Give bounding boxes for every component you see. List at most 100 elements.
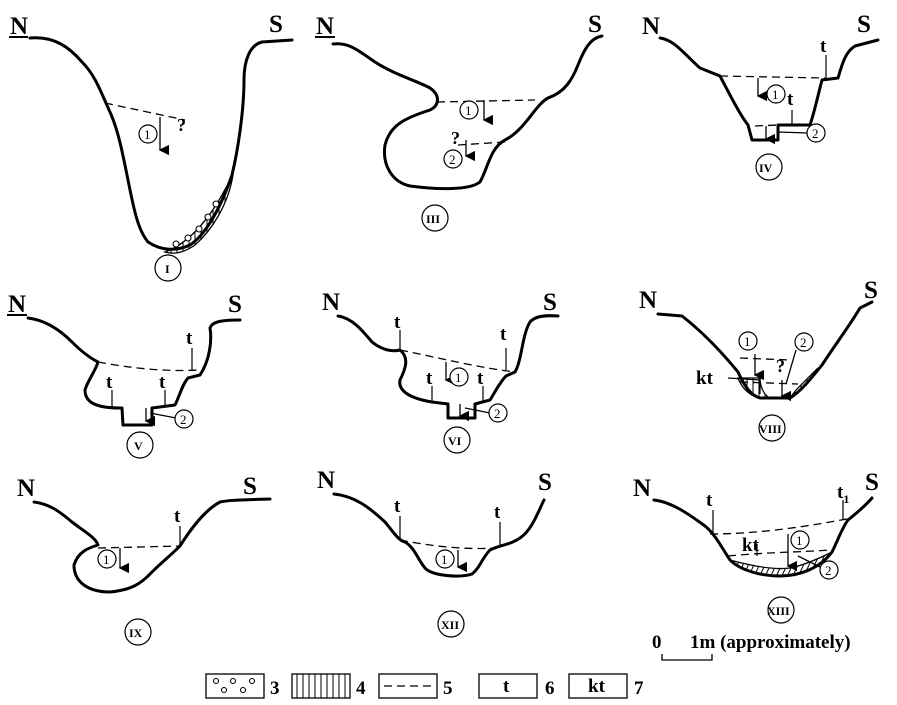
level-number-2: 2 bbox=[449, 152, 456, 167]
profile-9: N S t 1 IX bbox=[17, 473, 270, 645]
deposit-right bbox=[790, 368, 818, 398]
profile-12: N S t t 1 XII bbox=[317, 467, 552, 637]
terrace-label-south: t bbox=[500, 324, 507, 345]
legend-item-4: 4 bbox=[292, 674, 366, 699]
south-label: S bbox=[228, 291, 242, 318]
uncertain-mark: ? bbox=[451, 128, 460, 148]
legend-item-5: 5 bbox=[379, 674, 453, 699]
terrace-level bbox=[710, 518, 852, 534]
terrace-label-right: t bbox=[159, 372, 166, 393]
level-number: 1 bbox=[144, 127, 151, 142]
scale-text: 1m (approximately) bbox=[690, 632, 851, 653]
profile-3: N S ? 1 2 III bbox=[315, 11, 602, 231]
profile-number: XIII bbox=[767, 604, 790, 618]
profile-number: XII bbox=[441, 618, 459, 632]
level-number-1: 1 bbox=[796, 533, 803, 548]
legend-item-6: t 6 bbox=[479, 674, 555, 699]
legend-item-7: kt 7 bbox=[569, 674, 644, 699]
level-line-1 bbox=[437, 100, 535, 102]
profile-6: N S t t t t 1 2 VI bbox=[322, 289, 558, 453]
terrace-label-left: t bbox=[106, 372, 113, 393]
north-label: N bbox=[317, 467, 335, 494]
profile-number: IX bbox=[129, 626, 143, 640]
profile-8: N S kt ? 1 2 VIII bbox=[639, 277, 878, 441]
leader-line bbox=[465, 408, 490, 413]
leader-line bbox=[778, 132, 808, 133]
legend-number: 7 bbox=[634, 678, 644, 699]
karst-symbol: kt bbox=[588, 676, 606, 697]
legend-number: 3 bbox=[270, 678, 280, 699]
legend-number: 4 bbox=[356, 678, 366, 699]
profile-number: VIII bbox=[759, 422, 782, 436]
north-label: N bbox=[633, 475, 651, 502]
level-number-2: 2 bbox=[494, 406, 501, 421]
north-label: N bbox=[316, 13, 334, 40]
uncertain-mark: ? bbox=[776, 356, 785, 376]
level-number-1: 1 bbox=[744, 334, 751, 349]
legend-item-3: 3 bbox=[206, 674, 280, 699]
terrace-symbol: t bbox=[503, 676, 510, 697]
level-number-1: 1 bbox=[455, 370, 462, 385]
profile-number: V bbox=[134, 439, 143, 453]
leader-line bbox=[786, 350, 796, 384]
uncertain-mark: ? bbox=[177, 115, 186, 135]
karst-label: kt bbox=[696, 368, 714, 389]
profile-1: N S ? 1 I bbox=[9, 11, 292, 281]
north-label: N bbox=[10, 13, 28, 40]
terrace-label-t1: t1 bbox=[837, 482, 849, 506]
level-number-1: 1 bbox=[441, 552, 448, 567]
profile-number: IV bbox=[759, 161, 773, 175]
legend-number: 6 bbox=[545, 678, 555, 699]
vertical-hatch-icon bbox=[292, 674, 350, 698]
profile-number: I bbox=[165, 262, 170, 276]
profile-number: VI bbox=[448, 434, 462, 448]
valley-profile bbox=[338, 316, 558, 418]
leader-line bbox=[150, 413, 176, 418]
valley-profile bbox=[658, 302, 872, 398]
south-label: S bbox=[865, 469, 879, 496]
level-line bbox=[400, 540, 495, 549]
terrace-label-right: t bbox=[477, 368, 484, 389]
scale-bar: 0 1m (approximately) bbox=[652, 632, 851, 660]
level-line bbox=[105, 103, 185, 120]
north-label: N bbox=[322, 289, 340, 316]
terrace-label-south: t bbox=[494, 502, 501, 523]
level-number-2: 2 bbox=[812, 126, 819, 141]
profile-13: N S t t1 kt 1 2 XIII bbox=[633, 469, 879, 623]
pebbles-icon bbox=[206, 674, 264, 698]
south-label: S bbox=[543, 289, 557, 316]
valley-profile bbox=[34, 499, 270, 592]
terrace-label: t bbox=[820, 36, 827, 57]
terrace-label-left: t bbox=[426, 368, 433, 389]
terrace-label: t bbox=[186, 328, 193, 349]
karst-label: kt bbox=[742, 535, 760, 556]
terrace-label: t bbox=[706, 490, 713, 511]
south-label: S bbox=[588, 11, 602, 38]
scale-line bbox=[662, 654, 712, 660]
level-number-1: 1 bbox=[772, 87, 779, 102]
level-number-2: 2 bbox=[825, 563, 832, 578]
south-label: S bbox=[269, 11, 283, 38]
north-label: N bbox=[639, 287, 657, 314]
terrace-label-north: t bbox=[394, 312, 401, 333]
level-number-1: 1 bbox=[465, 103, 472, 118]
valley-profile bbox=[654, 498, 872, 576]
level-number-2: 2 bbox=[180, 412, 187, 427]
profile-4: N S t t 1 2 IV bbox=[642, 11, 878, 180]
terrace-label-2: t bbox=[787, 89, 794, 110]
terrace-level-1 bbox=[720, 76, 825, 78]
deposit-left bbox=[738, 378, 770, 398]
level-line bbox=[98, 546, 180, 548]
profile-number: III bbox=[426, 212, 440, 226]
terrace-label: t bbox=[174, 506, 181, 527]
valley-profile bbox=[30, 38, 292, 249]
level-number-1: 1 bbox=[103, 552, 110, 567]
legend-number: 5 bbox=[443, 678, 453, 699]
terrace-label-north: t bbox=[394, 496, 401, 517]
valley-profile bbox=[28, 318, 240, 425]
profile-5: N S t t t 2 V bbox=[7, 291, 242, 458]
south-label: S bbox=[538, 469, 552, 496]
level-number-2: 2 bbox=[800, 335, 807, 350]
south-label: S bbox=[243, 473, 257, 500]
